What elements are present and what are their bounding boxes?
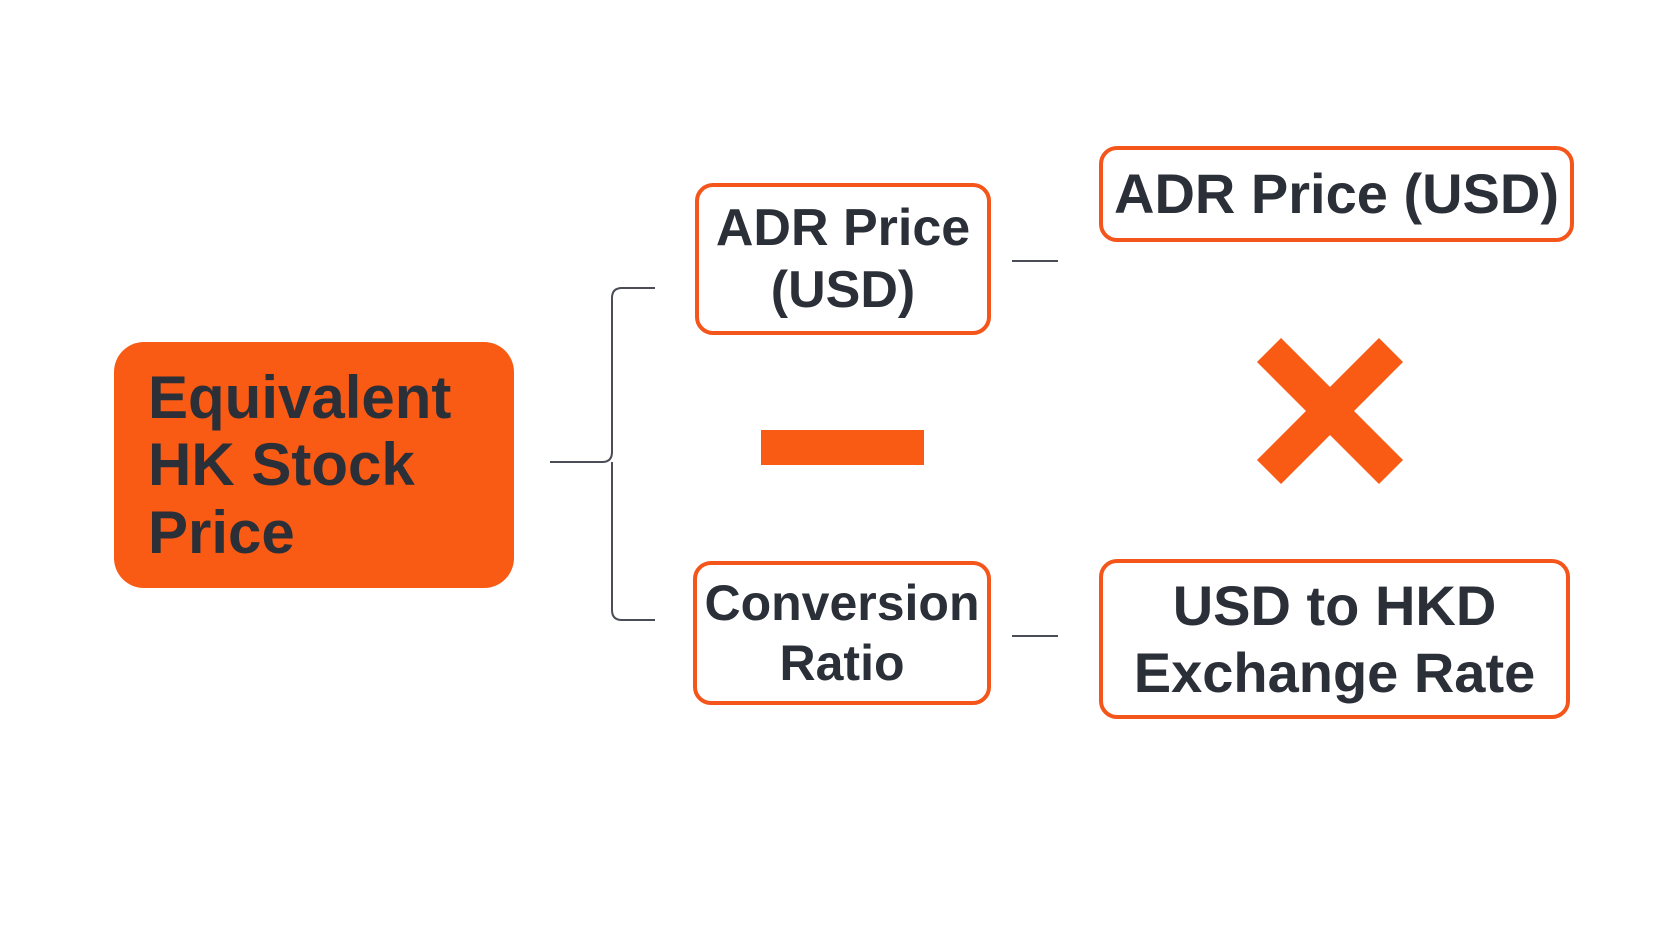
conversion-ratio-box: Conversion Ratio [693, 561, 991, 705]
equivalent-hk-stock-price-box: Equivalent HK Stock Price [114, 342, 514, 588]
usd-to-hkd-exchange-rate-label: USD to HKD Exchange Rate [1133, 573, 1536, 704]
division-bar-icon [761, 430, 924, 465]
multiply-icon [1256, 337, 1404, 485]
bracket-connector [550, 287, 655, 621]
adr-price-factor-box: ADR Price (USD) [1099, 146, 1574, 242]
equivalent-hk-stock-price-label: Equivalent HK Stock Price [148, 364, 452, 566]
adr-price-numerator-box: ADR Price (USD) [695, 183, 991, 335]
usd-to-hkd-exchange-rate-box: USD to HKD Exchange Rate [1099, 559, 1570, 719]
adr-price-factor-label: ADR Price (USD) [1114, 162, 1559, 226]
conversion-ratio-label: Conversion Ratio [704, 575, 980, 691]
adr-price-numerator-label: ADR Price (USD) [715, 198, 971, 319]
